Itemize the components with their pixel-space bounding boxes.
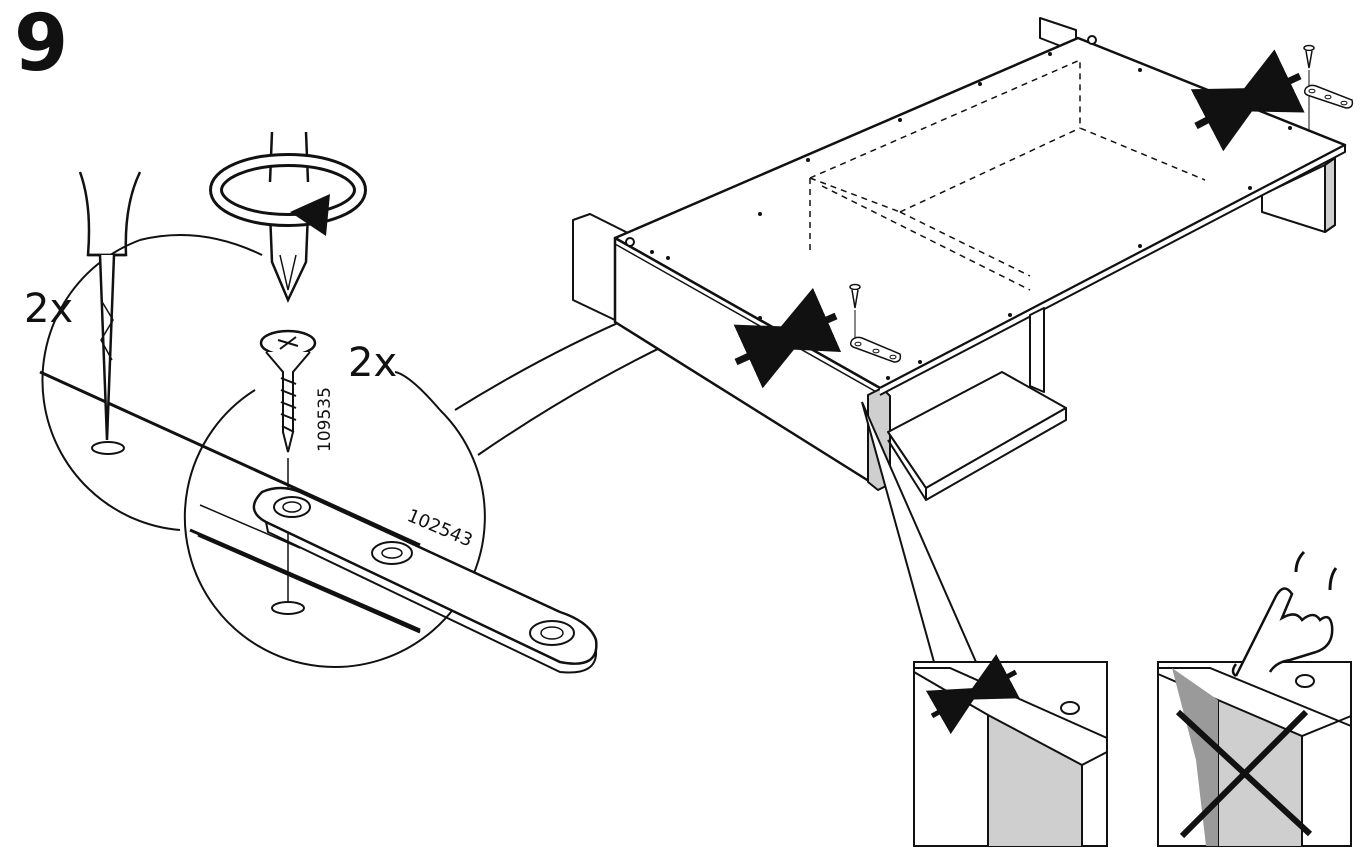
awl-quantity-label: 2x [24,286,73,332]
connector-plate [252,486,598,674]
step-number: 9 [14,0,68,89]
screw-part-number: 109535 [315,387,335,452]
pilot-hole [91,441,125,455]
bracket-detail: 2x 109535 102543 [183,329,598,674]
cross-out-icon [1175,709,1313,839]
awl-detail: 2x [24,171,421,632]
pilot-hole [271,601,305,615]
bracket-back-placement [1303,44,1354,132]
awl-detail-circle [41,239,181,531]
screw-icon [259,329,317,453]
incorrect-alignment-detail [1157,550,1352,847]
align-arrows-front [733,287,842,389]
clockwise-rotation-icon [209,153,367,236]
pointing-hand-icon [1231,550,1338,678]
screw-quantity-label: 2x [348,340,397,386]
align-arrows-back [1190,49,1305,152]
correct-alignment-detail [913,654,1108,847]
bracket-front-placement [849,283,902,363]
awl-icon [78,171,142,441]
bracket-detail-circle [183,389,486,668]
furniture-frame [572,17,1347,501]
